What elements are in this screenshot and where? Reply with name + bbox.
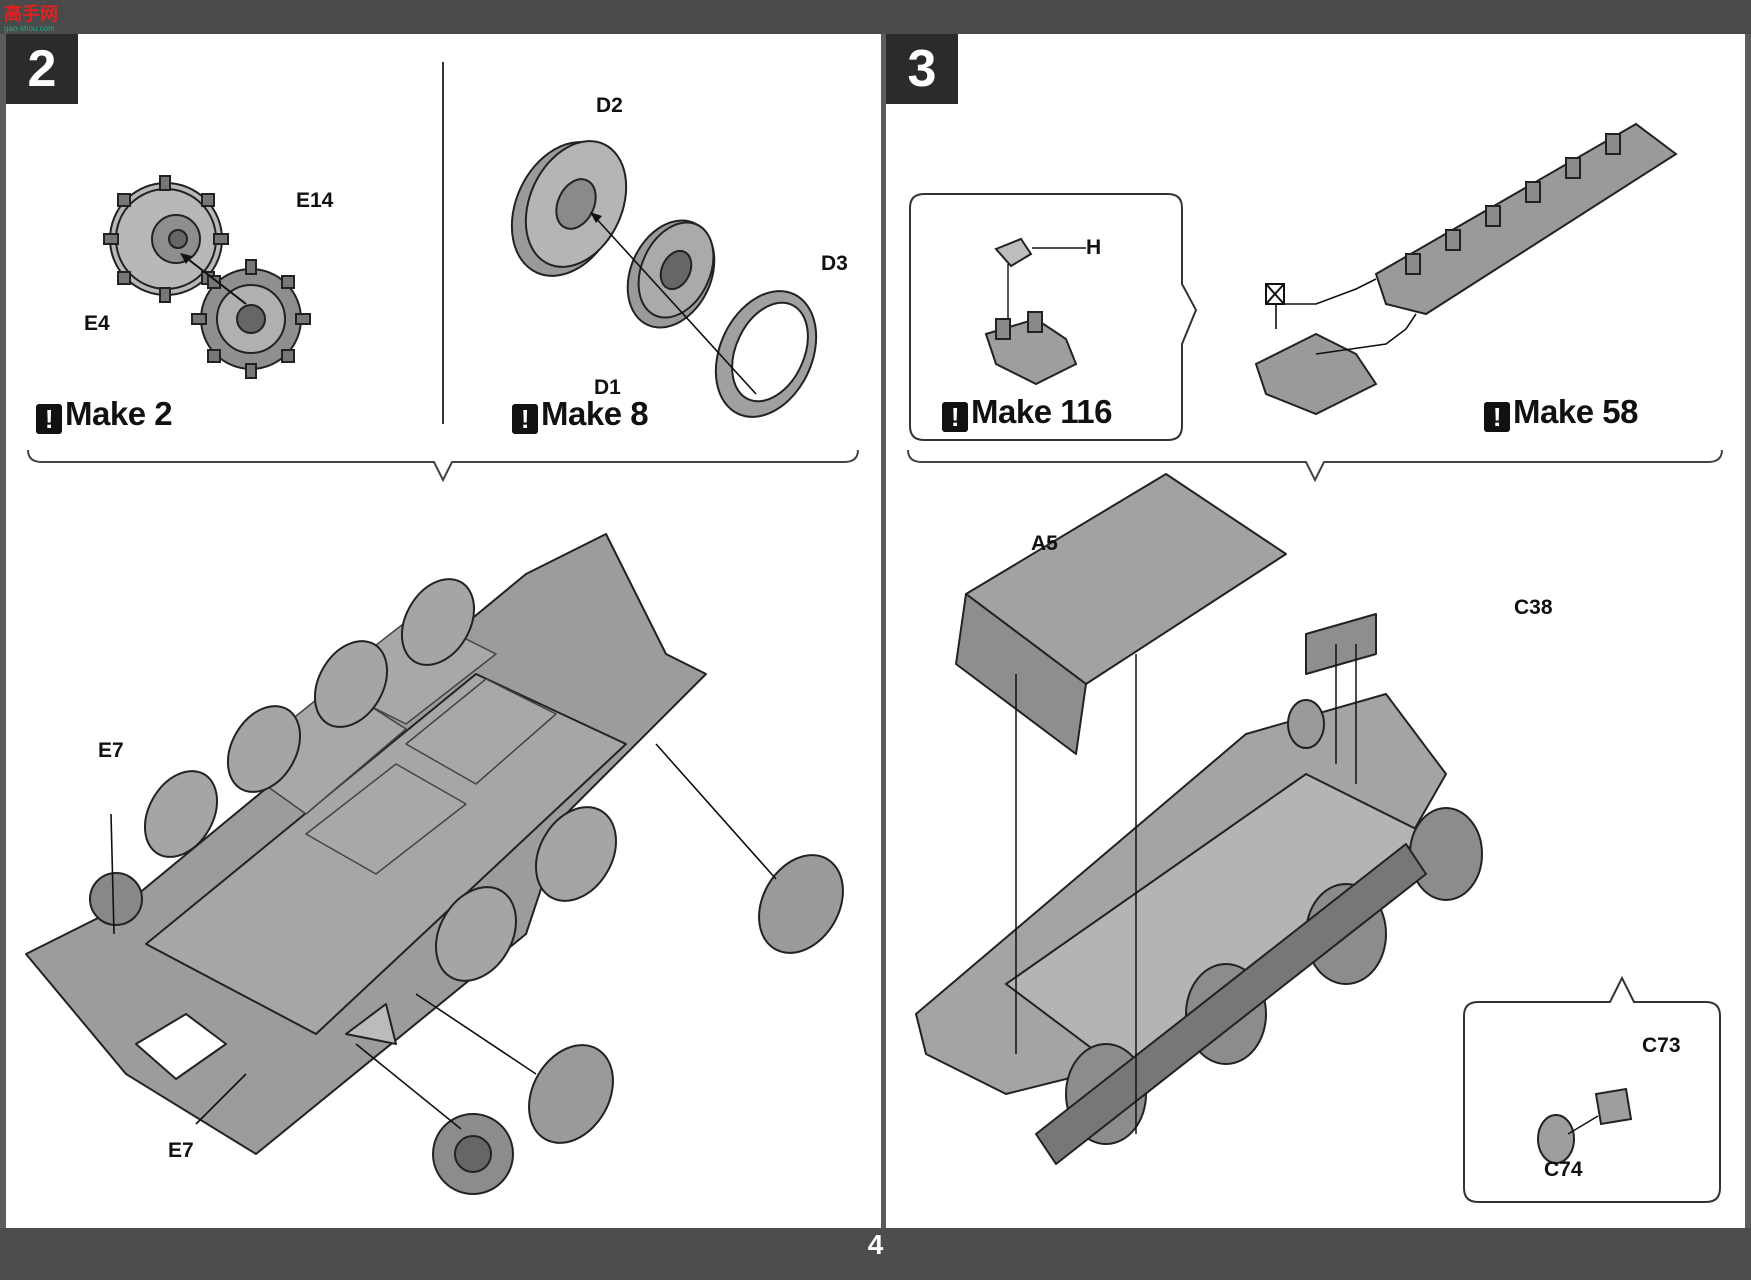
attention-icon: ! (942, 402, 968, 432)
label-c38: C38 (1514, 596, 1553, 619)
label-c73: C73 (1642, 1034, 1681, 1057)
make-2-note: !Make 2 (36, 394, 173, 434)
pin-h-icon (994, 237, 1033, 268)
page-number: 4 (867, 1229, 884, 1260)
label-a5: A5 (1031, 532, 1058, 555)
cylinder-c74-icon (1537, 1114, 1575, 1164)
tire-d3-icon (714, 290, 818, 418)
box-c38-icon (1305, 613, 1377, 675)
track-run-drawing (1254, 122, 1678, 416)
sprocket-e14-icon (191, 259, 311, 379)
step-2-number: 2 (6, 34, 78, 104)
hull-top-drawing (915, 473, 1483, 1165)
attention-icon: ! (512, 404, 538, 434)
label-d2: D2 (596, 94, 623, 117)
plate-a5-icon (955, 473, 1287, 755)
step-3-number: 3 (886, 34, 958, 104)
label-d3: D3 (821, 252, 848, 275)
step-2-divider (27, 62, 859, 483)
label-d1: D1 (594, 376, 621, 399)
no-glue-icon (1265, 283, 1285, 305)
sprocket-drawing (103, 175, 311, 379)
step-3-panel: 3 H !Make 116 (886, 34, 1745, 1228)
step-3-frames (907, 193, 1723, 1203)
roadwheel-drawing (510, 140, 818, 418)
label-e7-bottom: E7 (168, 1139, 194, 1162)
step-2-panel: 2 (6, 34, 881, 1228)
attention-icon: ! (1484, 402, 1510, 432)
attention-icon: ! (36, 404, 62, 434)
label-e14: E14 (296, 189, 334, 212)
make-8-note: !Make 8 (512, 394, 649, 434)
label-e4: E4 (84, 312, 110, 335)
top-band (0, 0, 1751, 34)
bottom-band (0, 1228, 1751, 1280)
label-e7-top: E7 (98, 739, 124, 762)
wheel-d1-icon (626, 219, 716, 329)
wheel-d2-icon (510, 140, 628, 277)
track-link-drawing (984, 237, 1086, 386)
label-h: H (1086, 236, 1102, 259)
sprocket-e4-icon (103, 175, 229, 303)
cap-c73-icon (1594, 1087, 1633, 1126)
detail-c73-c74-drawing (1537, 1087, 1633, 1164)
make-116-note: !Make 116 (942, 392, 1112, 432)
hull-underside-drawing (25, 533, 844, 1195)
make-58-note: !Make 58 (1484, 392, 1638, 432)
label-c74: C74 (1544, 1158, 1583, 1181)
